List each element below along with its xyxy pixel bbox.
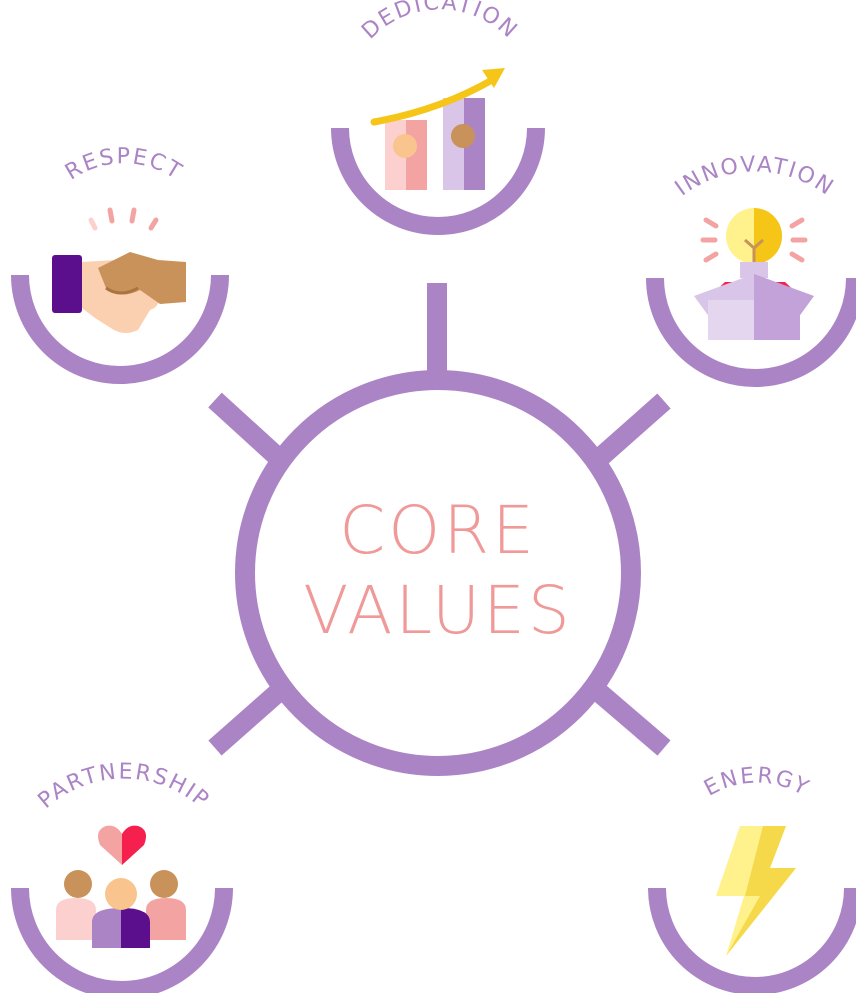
value-dedication: DEDICATION <box>331 0 545 235</box>
value-innovation: INNOVATION <box>646 152 856 387</box>
innovation-cradle <box>646 277 856 387</box>
handshake-icon <box>52 207 186 333</box>
innovation-label: INNOVATION <box>671 152 839 201</box>
dedication-label: DEDICATION <box>357 0 523 44</box>
energy-cradle <box>648 887 856 993</box>
respect-cradle <box>11 274 229 384</box>
partnership-label: PARTNERSHIP <box>34 759 215 813</box>
team-heart-icon <box>56 825 186 948</box>
core-title-line1: CORE <box>339 492 537 569</box>
partnership-cradle <box>11 887 233 993</box>
rising-bar-chart-icon <box>370 68 505 190</box>
spoke-lower-right <box>587 680 671 756</box>
dedication-cradle <box>331 127 545 235</box>
core-title-line2: VALUES <box>303 572 572 649</box>
lightbulb-box-icon <box>694 208 814 340</box>
spoke-upper-left <box>208 392 290 470</box>
energy-label: ENERGY <box>700 763 814 801</box>
core-circle <box>235 370 641 776</box>
core-hub: CORE VALUES <box>208 283 671 776</box>
value-energy: ENERGY <box>648 763 856 993</box>
respect-label: RESPECT <box>61 144 187 185</box>
lightning-bolt-icon <box>716 826 796 956</box>
value-partnership: PARTNERSHIP <box>11 759 233 993</box>
value-respect: RESPECT <box>11 144 229 384</box>
spoke-upper-right <box>587 393 671 471</box>
spoke-lower-left <box>208 680 290 756</box>
